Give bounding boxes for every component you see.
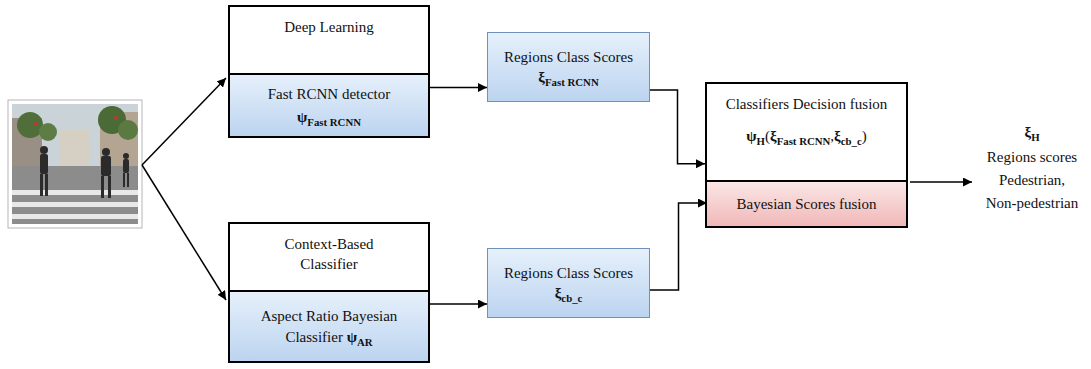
output-label: Pedestrian,: [975, 170, 1089, 190]
street-photo: [8, 100, 142, 228]
connector-arrow: [650, 90, 705, 164]
box-title: Classifiers Decision fusion: [726, 94, 888, 114]
process-box: Aspect Ratio Bayesian Classifier ψAR: [230, 290, 428, 361]
fusion-box: Classifiers Decision fusion ψH(ξFast RCNN…: [705, 82, 908, 228]
box-header: Classifiers Decision fusion ψH(ξFast RCNN…: [707, 84, 906, 180]
module-box: Deep LearningFast RCNN detector ψFast RCN…: [228, 5, 430, 138]
box-title: Fast RCNN detector: [268, 84, 390, 104]
score-box: Regions Class Scores ξcb_c: [487, 248, 650, 318]
output-label: Non-pedestrian: [975, 193, 1089, 213]
input-arrow: [142, 165, 226, 300]
box-formula: ψFast RCNN: [297, 107, 361, 127]
connector-arrow: [428, 87, 487, 89]
connector-arrow: [650, 203, 707, 290]
box-formula: ψH(ξFast RCNN,ξcb_c): [746, 126, 867, 146]
connector-arrow: [428, 303, 487, 305]
score-box: Regions Class Scores ξFast RCNN: [487, 32, 650, 102]
fusion-process-box: Bayesian Scores fusion: [707, 180, 906, 226]
input-arrow: [142, 78, 226, 165]
box-header: Deep Learning: [230, 7, 428, 73]
box-title: Context-Based Classifier: [264, 234, 394, 275]
output-arrow: [910, 181, 972, 183]
module-box: Context-Based ClassifierAspect Ratio Bay…: [228, 222, 430, 363]
box-title: Regions Class Scores ξFast RCNN: [499, 47, 639, 88]
box-title: Aspect Ratio Bayesian Classifier ψAR: [239, 306, 419, 347]
box-header: Context-Based Classifier: [230, 224, 428, 290]
process-box: Fast RCNN detector ψFast RCNN: [230, 73, 428, 136]
output-label: Regions scores: [975, 147, 1089, 167]
box-title: Bayesian Scores fusion: [737, 194, 877, 214]
output-symbol: ξH: [975, 122, 1089, 142]
box-title: Regions Class Scores ξcb_c: [499, 263, 639, 304]
box-title: Deep Learning: [284, 17, 374, 37]
